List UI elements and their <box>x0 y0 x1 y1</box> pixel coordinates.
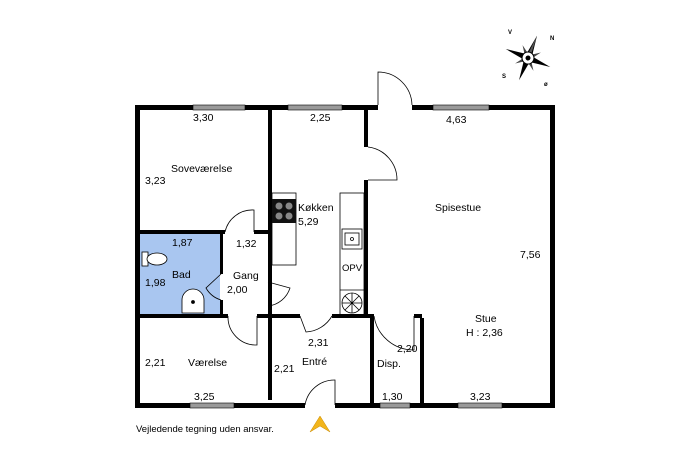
dim-gang-depth: 2,00 <box>227 284 248 296</box>
dimension-labels: 3,30 3,23 2,25 5,29 4,63 7,56 1,87 1,98 … <box>145 112 541 403</box>
room-label-bad: Bad <box>172 269 191 281</box>
bathroom-floor <box>140 234 220 316</box>
dim-sov-depth: 3,23 <box>145 175 166 187</box>
dim-entre-depth: 2,21 <box>274 363 295 375</box>
dim-vaer-depth: 2,21 <box>145 357 166 369</box>
dim-stue-depth: 7,56 <box>520 249 541 261</box>
window-frames <box>189 104 503 409</box>
fan-icon <box>341 292 363 314</box>
appliance-label-opv: OPV <box>342 263 363 274</box>
compass-n: N <box>550 36 554 42</box>
compass-s: S <box>502 74 506 80</box>
dim-kok-width: 2,25 <box>310 112 331 124</box>
dim-disp-depth: 2,20 <box>397 343 418 355</box>
sink-icon <box>341 228 363 250</box>
room-height-stue: H : 2,36 <box>466 327 503 339</box>
dim-vaer-width: 3,25 <box>194 391 215 403</box>
dim-bad-depth: 1,98 <box>145 277 166 289</box>
room-label-sovevaerelse: Soveværelse <box>171 163 232 175</box>
dim-spis-width: 4,63 <box>446 114 467 126</box>
room-label-disp: Disp. <box>377 358 401 370</box>
compass-o: ø <box>544 82 548 88</box>
doors <box>205 71 415 406</box>
windows <box>190 105 502 408</box>
dim-kok-depth: 5,29 <box>298 216 319 228</box>
kitchen-counter <box>271 192 365 316</box>
toilet-icon <box>141 251 168 267</box>
interior-walls <box>140 110 424 403</box>
dim-sov-width: 3,30 <box>193 112 214 124</box>
room-label-stue: Stue <box>475 313 497 325</box>
room-label-spisestue: Spisestue <box>435 202 481 214</box>
compass-rose: N V S ø <box>502 30 554 88</box>
disclaimer-text: Vejledende tegning uden ansvar. <box>136 424 274 435</box>
room-label-kokken: Køkken <box>298 202 334 214</box>
dim-gang-width: 1,32 <box>236 238 257 250</box>
entrance-arrow-icon <box>309 415 331 433</box>
dim-entre-width: 2,31 <box>308 337 329 349</box>
washbasin-icon <box>181 288 205 314</box>
room-label-entre: Entré <box>302 356 327 368</box>
room-label-vaerelse: Værelse <box>188 357 227 369</box>
dim-disp-width: 1,30 <box>382 391 403 403</box>
room-label-gang: Gang <box>233 270 259 282</box>
stove-icon <box>272 199 296 223</box>
dim-bad-width: 1,87 <box>172 237 193 249</box>
dim-stue-width: 3,23 <box>470 391 491 403</box>
compass-v: V <box>508 30 512 36</box>
